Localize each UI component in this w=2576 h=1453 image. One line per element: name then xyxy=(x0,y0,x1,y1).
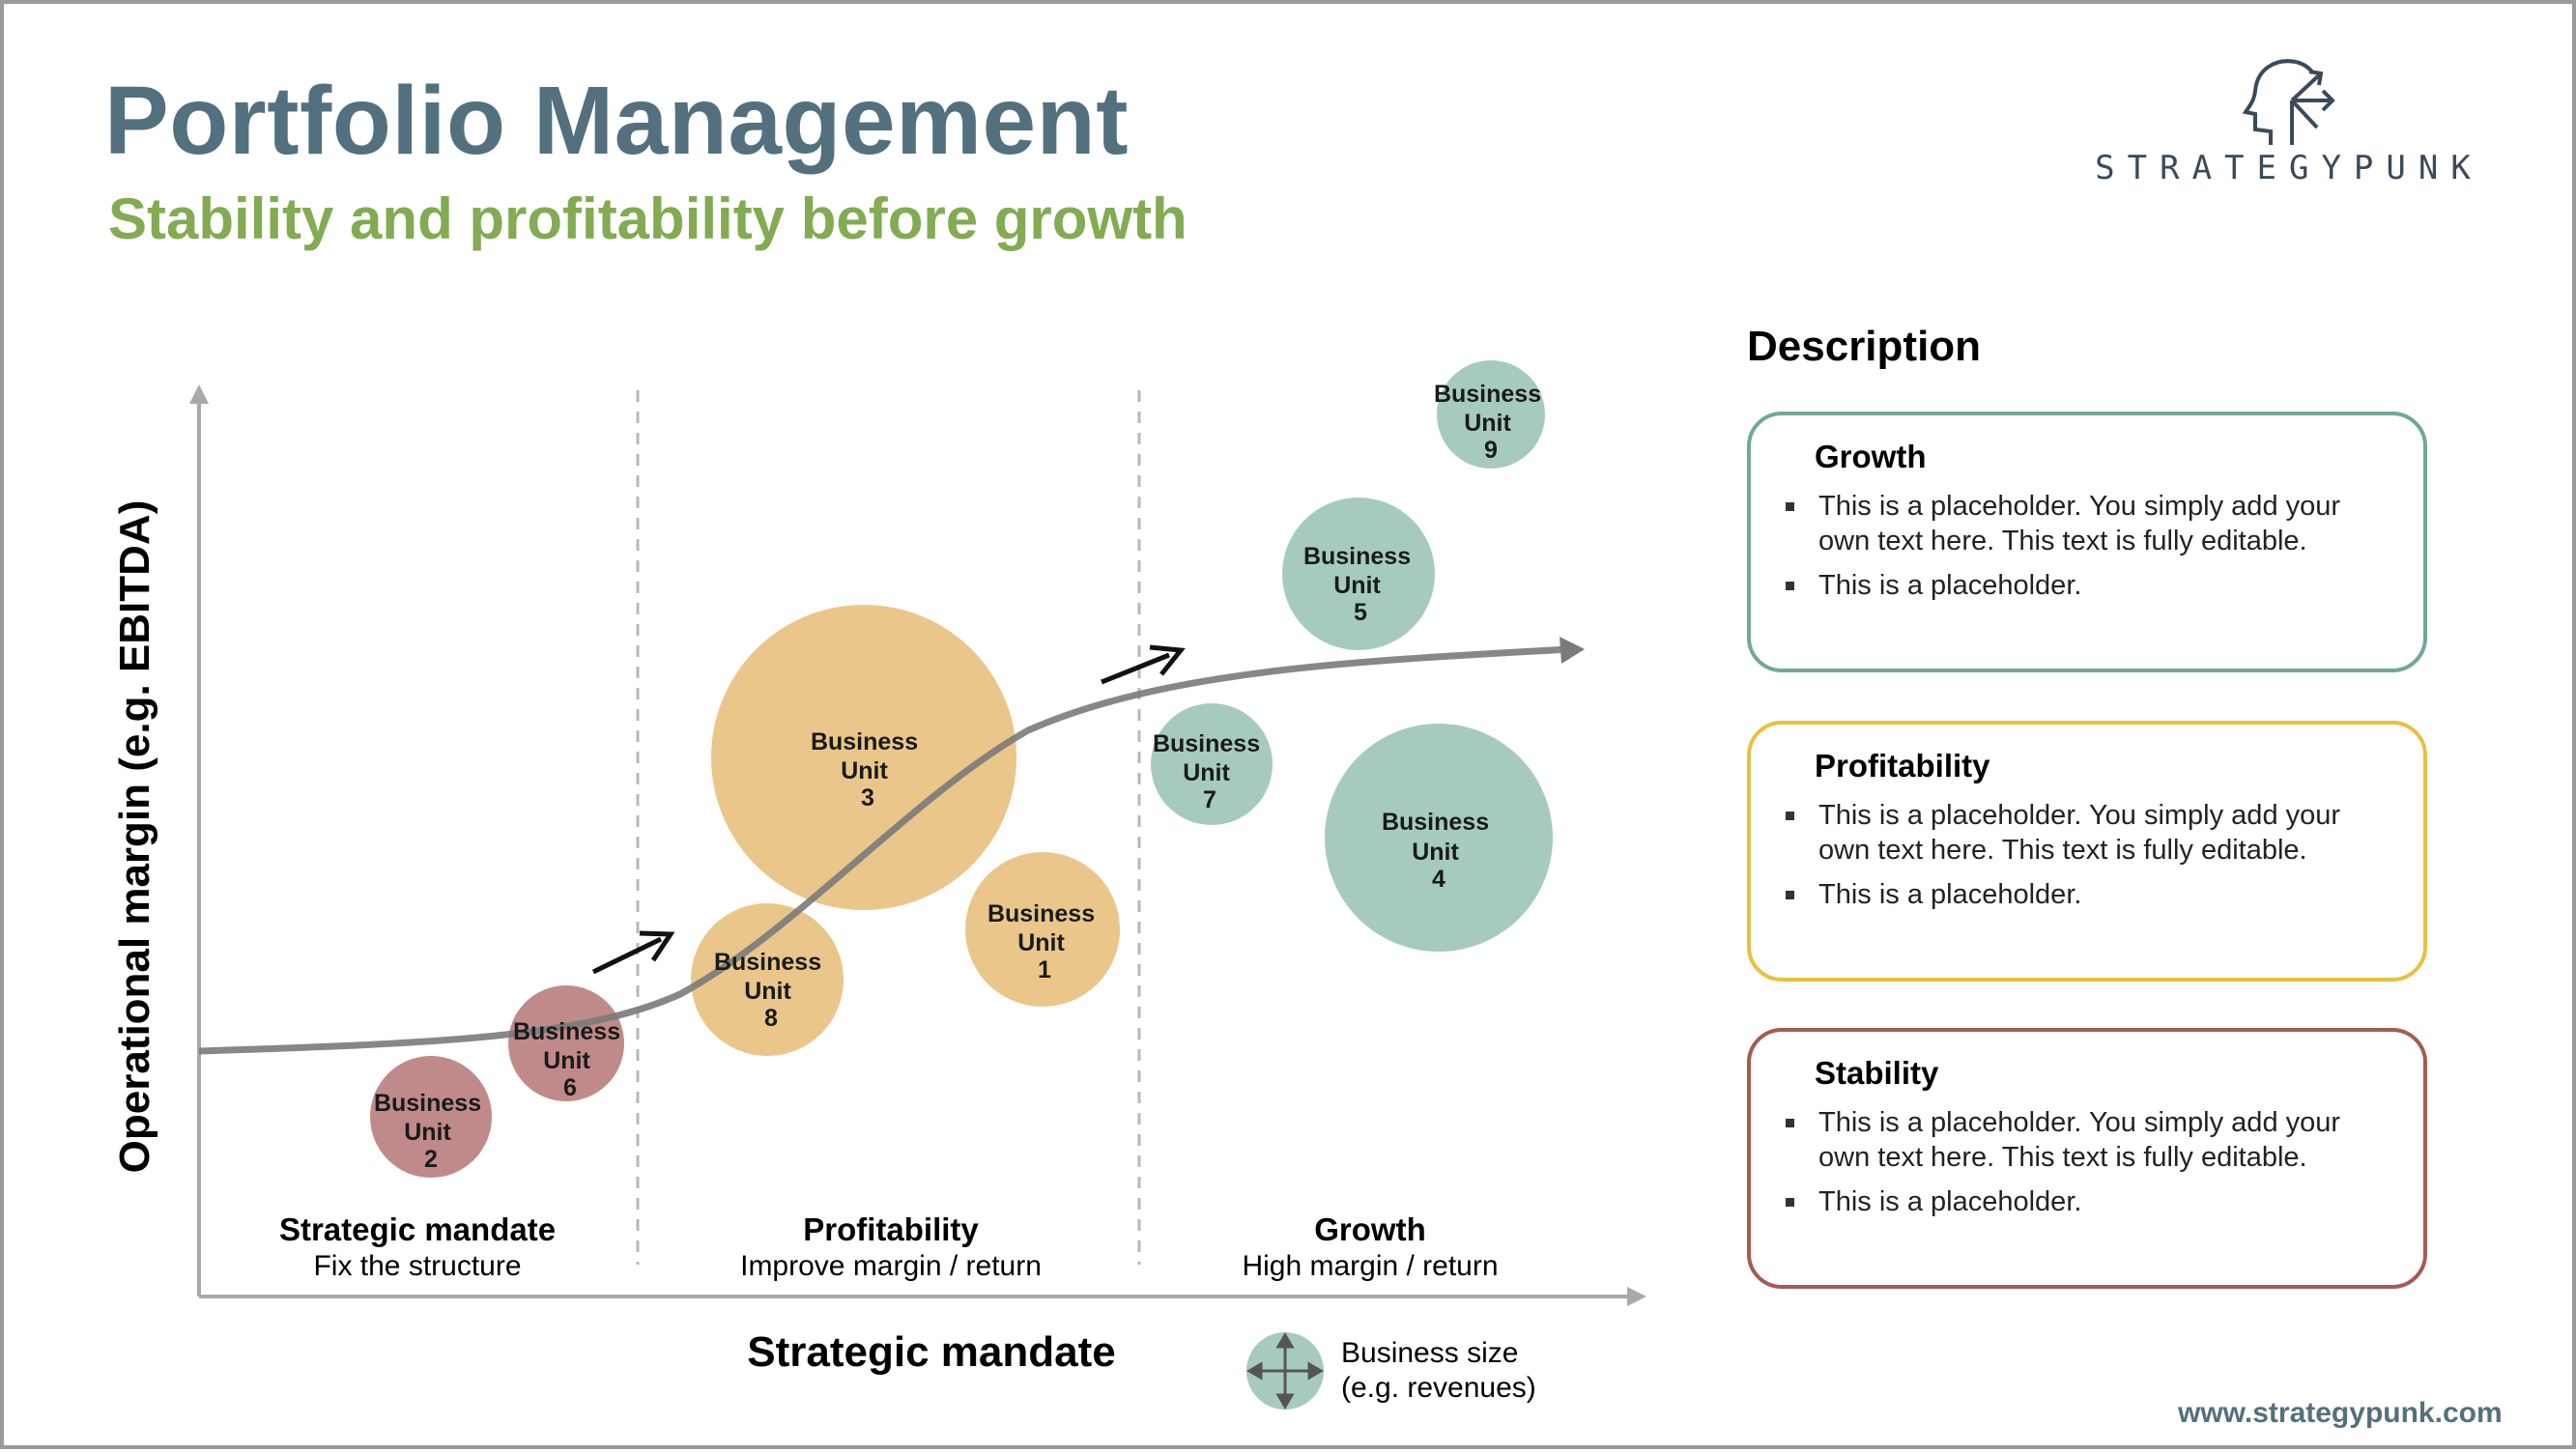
bubble-label-unit-5: Business Unit 5 xyxy=(1303,543,1417,626)
bubble-unit-7 xyxy=(1151,703,1273,825)
bubble-label-unit-8: Business Unit 8 xyxy=(714,949,828,1032)
progress-arrow-1 xyxy=(591,936,663,975)
card-profitability-bullets: This is a placeholder. You simply add yo… xyxy=(1784,798,2383,922)
trend-curve xyxy=(198,645,1570,1055)
page-subtitle: Stability and profitability before growt… xyxy=(108,186,1188,251)
column-title-2: Profitability xyxy=(803,1211,979,1247)
card-profitability-bullet-2: This is a placeholder. xyxy=(1784,877,2383,912)
bubble-unit-1 xyxy=(965,852,1120,1007)
strategypunk-logo: STRATEGYPUNK xyxy=(2091,52,2487,197)
bubble-label-unit-4: Business Unit 4 xyxy=(1382,809,1496,893)
x-axis-arrowhead xyxy=(1627,1287,1646,1306)
bubble-unit-5 xyxy=(1282,498,1435,650)
card-growth: Growth This is a placeholder. You simply… xyxy=(1747,412,2427,672)
column-subtitle-1: Fix the structure xyxy=(313,1250,521,1282)
portfolio-diagram: Business Unit 2 Business Unit 6 Business… xyxy=(111,360,1646,1410)
card-stability: Stability This is a placeholder. You sim… xyxy=(1747,1028,2427,1289)
card-growth-bullet-2: This is a placeholder. xyxy=(1784,568,2383,603)
progress-arrow-1-head xyxy=(639,930,675,962)
card-stability-title: Stability xyxy=(1815,1055,1939,1091)
card-stability-bullet-1: This is a placeholder. You simply add yo… xyxy=(1784,1105,2383,1175)
bubble-label-unit-3: Business Unit 3 xyxy=(811,728,925,812)
column-title-1: Strategic mandate xyxy=(279,1211,556,1247)
trend-arrowhead xyxy=(1560,637,1585,664)
progress-arrow-2-head xyxy=(1149,644,1186,676)
y-axis-label: Operational margin (e.g. EBITDA) xyxy=(111,500,158,1174)
column-subtitle-2: Improve margin / return xyxy=(740,1250,1042,1282)
bubble-unit-3 xyxy=(711,605,1016,910)
bubble-label-unit-2: Business Unit 2 xyxy=(374,1090,488,1173)
bubble-label-unit-1: Business Unit 1 xyxy=(987,900,1102,983)
x-axis-label: Strategic mandate xyxy=(747,1328,1115,1376)
card-growth-bullets: This is a placeholder. You simply add yo… xyxy=(1784,489,2383,613)
description-heading: Description xyxy=(1747,323,1982,370)
card-profitability-bullet-1: This is a placeholder. You simply add yo… xyxy=(1784,798,2383,868)
card-growth-bullet-1: This is a placeholder. You simply add yo… xyxy=(1784,489,2383,558)
size-legend: Business size (e.g. revenues) xyxy=(1246,1332,1536,1410)
website-link[interactable]: www.strategypunk.com xyxy=(2178,1397,2503,1429)
column-title-3: Growth xyxy=(1314,1211,1425,1247)
bubble-unit-2 xyxy=(370,1056,492,1178)
head-arrows-icon xyxy=(2242,59,2335,145)
card-stability-bullets: This is a placeholder. You simply add yo… xyxy=(1784,1105,2383,1229)
legend-line-2: (e.g. revenues) xyxy=(1341,1372,1536,1404)
resize-arrows-icon xyxy=(1246,1332,1324,1410)
card-profitability: Profitability This is a placeholder. You… xyxy=(1747,721,2427,982)
card-profitability-title: Profitability xyxy=(1815,748,1990,783)
page-title: Portfolio Management xyxy=(104,67,1130,175)
bubble-label-unit-6: Business Unit 6 xyxy=(513,1018,627,1101)
bubble-unit-6 xyxy=(508,985,624,1101)
progress-arrow-2 xyxy=(1101,652,1170,685)
bubble-unit-8 xyxy=(691,903,844,1056)
y-axis-arrowhead xyxy=(189,385,209,404)
logo-text: STRATEGYPUNK xyxy=(2095,149,2483,187)
bubble-unit-4 xyxy=(1325,724,1553,952)
bubble-label-unit-9: Business Unit 9 xyxy=(1434,381,1548,464)
bubble-unit-9 xyxy=(1437,360,1545,469)
bubble-label-unit-7: Business Unit 7 xyxy=(1153,730,1267,813)
column-subtitle-3: High margin / return xyxy=(1242,1250,1498,1282)
legend-line-1: Business size xyxy=(1341,1337,1518,1369)
card-growth-title: Growth xyxy=(1815,439,1927,474)
card-stability-bullet-2: This is a placeholder. xyxy=(1784,1184,2383,1219)
